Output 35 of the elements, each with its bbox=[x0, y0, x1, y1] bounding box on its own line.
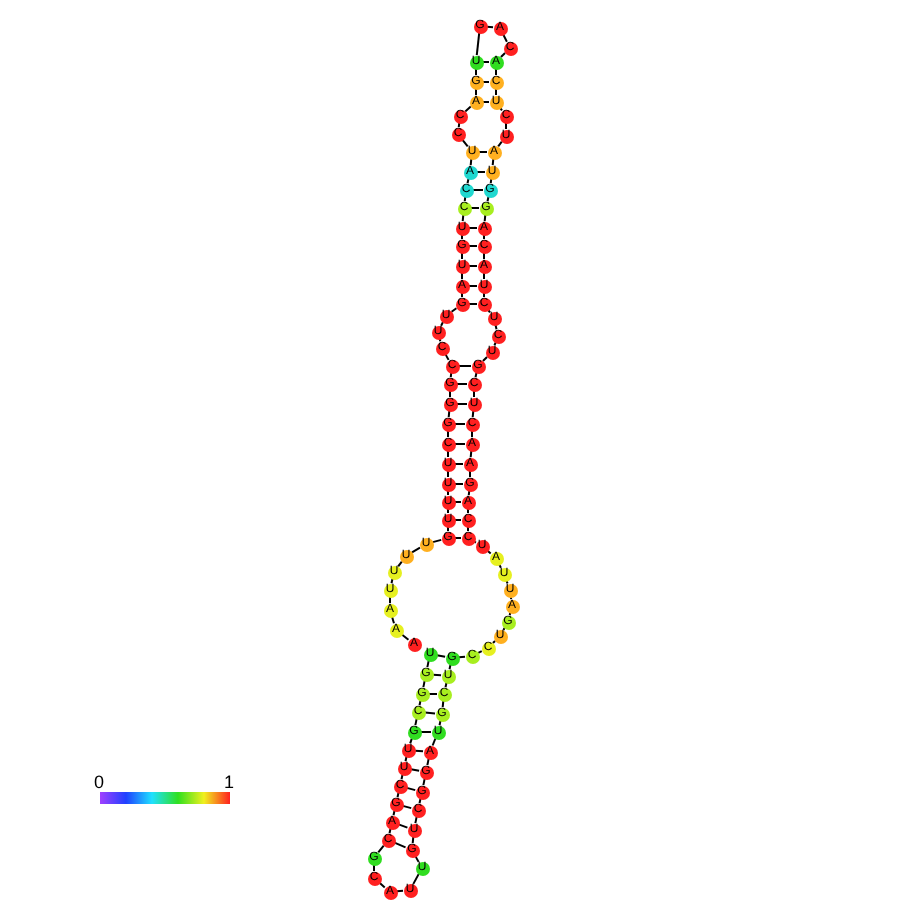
connector-line bbox=[477, 650, 483, 654]
connector-line bbox=[467, 508, 469, 514]
connector-line bbox=[420, 731, 432, 733]
connector-line bbox=[461, 292, 463, 298]
connector-line bbox=[475, 31, 481, 57]
connector-line bbox=[447, 526, 449, 532]
connector-line bbox=[456, 383, 468, 385]
connector-line bbox=[489, 177, 493, 185]
connector-line bbox=[483, 234, 485, 240]
connector-line bbox=[457, 121, 461, 129]
connector-line bbox=[487, 308, 491, 314]
connector-line bbox=[456, 403, 468, 405]
connector-line bbox=[467, 489, 471, 497]
connector-line bbox=[449, 371, 453, 379]
connector-line bbox=[454, 443, 466, 445]
connector-line bbox=[472, 189, 484, 191]
connector-line bbox=[440, 321, 444, 327]
connector-line bbox=[447, 490, 449, 496]
connector-line bbox=[508, 611, 512, 617]
connector-line bbox=[493, 341, 497, 347]
connector-line bbox=[454, 423, 466, 425]
scale-label: 1 bbox=[224, 772, 235, 792]
connector-line bbox=[461, 234, 463, 240]
connector-line bbox=[447, 508, 449, 514]
connector-line bbox=[491, 639, 497, 645]
connector-line bbox=[499, 106, 503, 112]
connector-line bbox=[505, 579, 509, 585]
connector-line bbox=[424, 711, 436, 715]
connector-line bbox=[467, 526, 469, 532]
connector-line bbox=[464, 105, 472, 113]
connector-line bbox=[483, 292, 485, 298]
connector-line bbox=[498, 563, 502, 569]
connector-line bbox=[458, 365, 472, 367]
scale-label: 0 bbox=[94, 772, 105, 792]
connector-line bbox=[463, 195, 467, 203]
